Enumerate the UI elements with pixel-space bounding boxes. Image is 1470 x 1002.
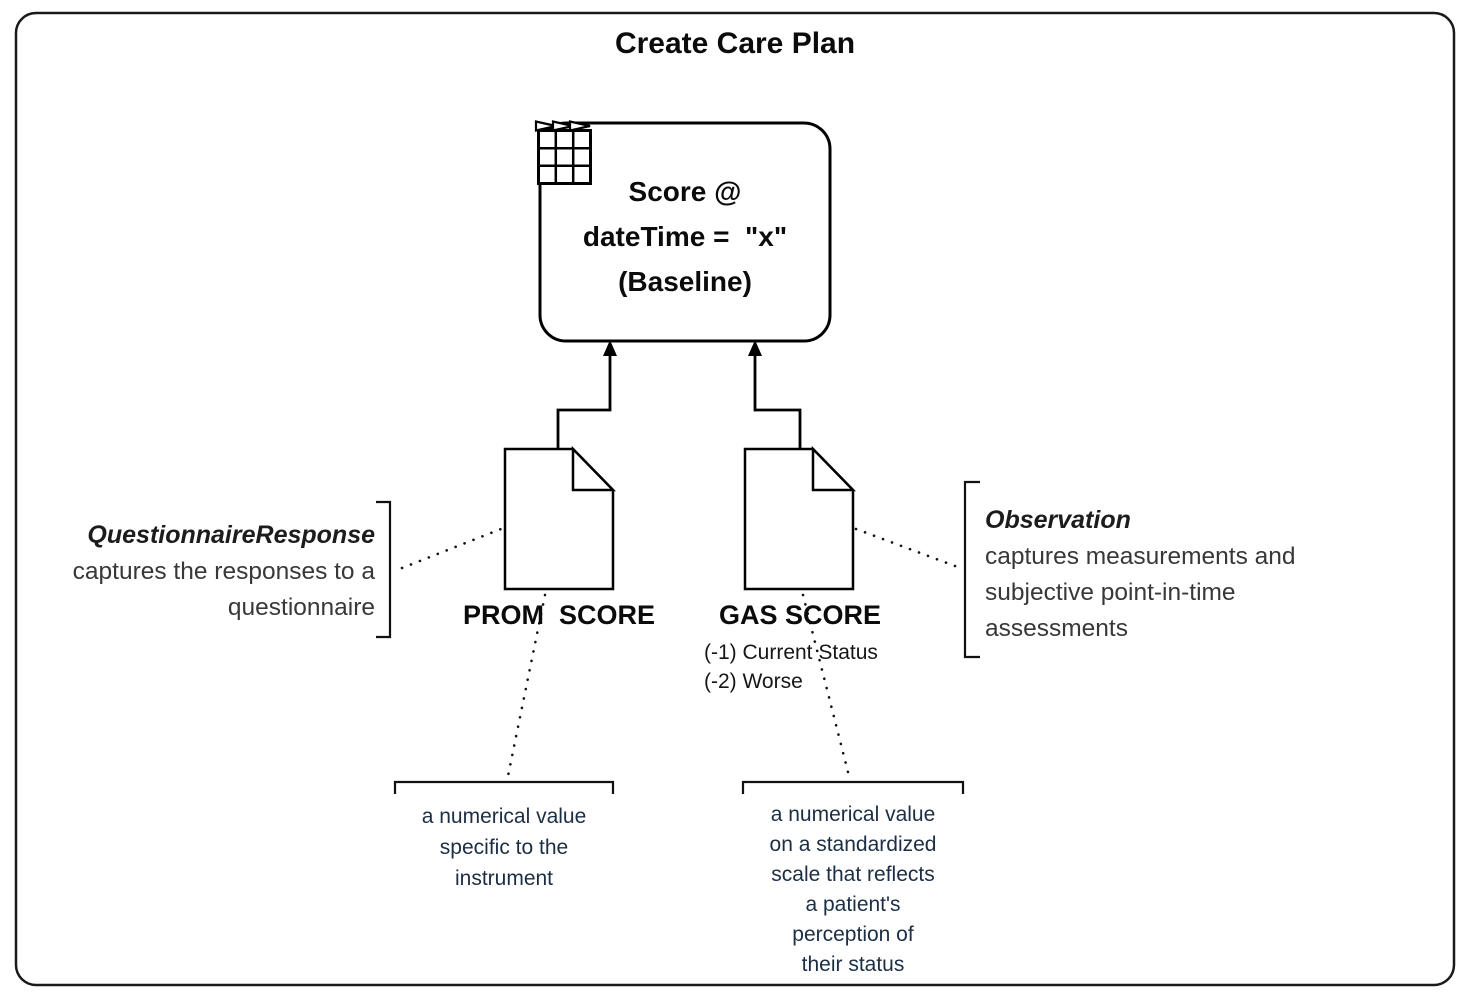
- box-line-baseline: (Baseline): [618, 265, 752, 297]
- gas-score-sublines: (-1) Current Status (-2) Worse: [704, 638, 944, 696]
- gas-document-icon: [743, 445, 856, 591]
- gas-value-note: a numerical value on a standardized scal…: [743, 800, 963, 980]
- prom-value-note: a numerical value specific to the instru…: [394, 801, 614, 894]
- observation-bracket: [963, 480, 980, 659]
- questionnaire-response-line: questionnaire: [227, 594, 375, 621]
- questionnaire-response-heading: QuestionnaireResponse: [87, 521, 375, 549]
- care-plan-box: [538, 121, 832, 343]
- diagram-frame: [14, 11, 1456, 987]
- prom-note-line: specific to the: [439, 836, 569, 859]
- table-grid-icon: [537, 129, 592, 185]
- dotted-link-prom-to-note: [506, 593, 547, 778]
- questionnaire-response-annotation: QuestionnaireResponse captures the respo…: [40, 517, 375, 626]
- observation-line: captures measurements and: [985, 543, 1296, 570]
- table-arrows-icon: [534, 120, 591, 132]
- gas-subline-current-status: (-1) Current Status: [704, 641, 878, 664]
- observation-annotation: Observation captures measurements and su…: [985, 502, 1385, 647]
- observation-line: assessments: [985, 615, 1128, 642]
- gas-note-line: on a standardized: [769, 833, 937, 856]
- gas-note-line: their status: [801, 953, 905, 976]
- box-line-datetime: dateTime = "x": [582, 220, 788, 252]
- diagram-title: Create Care Plan: [614, 27, 856, 60]
- care-plan-box-label: Score @ dateTime = "x" (Baseline): [540, 123, 830, 341]
- care-plan-table-icon: [534, 120, 592, 185]
- gas-subline-worse: (-2) Worse: [704, 670, 803, 693]
- gas-note-line: a numerical value: [770, 803, 936, 826]
- gas-score-label: GAS SCORE: [718, 600, 882, 630]
- gas-note-line: scale that reflects: [771, 863, 935, 886]
- prom-document-icon: [503, 445, 616, 591]
- prom-note-line: a numerical value: [421, 805, 587, 828]
- observation-line: subjective point-in-time: [985, 579, 1236, 606]
- observation-heading: Observation: [985, 506, 1131, 534]
- questionnaire-response-line: captures the responses to a: [72, 558, 375, 585]
- gas-note-line: a patient's: [805, 893, 901, 916]
- gas-note-bracket: [741, 780, 965, 794]
- gas-note-line: perception of: [792, 923, 914, 946]
- prom-score-label: PROM SCORE: [462, 600, 656, 630]
- gas-connector-arrow: [748, 340, 802, 449]
- prom-note-line: instrument: [454, 867, 554, 890]
- prom-connector-arrow: [556, 340, 617, 449]
- box-line-score: Score @: [628, 175, 742, 207]
- prom-note-bracket: [393, 780, 615, 794]
- questionnaire-bracket: [376, 500, 392, 639]
